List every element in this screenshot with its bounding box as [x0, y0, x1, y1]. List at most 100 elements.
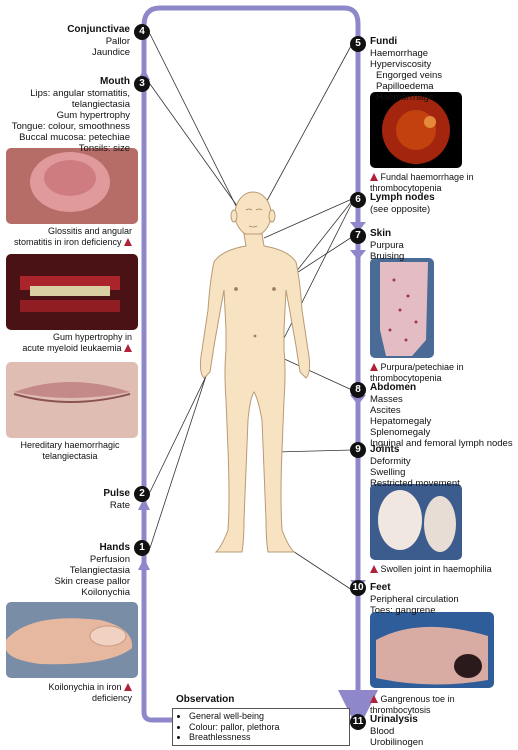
photo-lips — [6, 362, 138, 438]
photo-toe — [370, 612, 494, 688]
photo-leg — [370, 258, 434, 358]
label-title: Urinalysis — [370, 714, 418, 725]
label-line: Haemorrhage — [376, 92, 435, 103]
marker-icon — [124, 683, 132, 691]
label-line: Purpura — [370, 240, 404, 251]
label-title: Hands — [99, 542, 130, 553]
label-title: Joints — [370, 444, 400, 455]
label-conjunctivae: Conjunctivae Pallor Jaundice — [22, 24, 130, 58]
caption-line: acute myeloid leukaemia — [22, 342, 122, 353]
label-title: Conjunctivae — [67, 24, 130, 35]
label-pulse: Pulse Rate — [22, 488, 130, 511]
caption-line: Purpura/petechiae in — [380, 362, 464, 372]
label-line: Swelling — [370, 467, 406, 478]
label-line: Toes: gangrene — [370, 605, 436, 616]
caption-line: thrombocytosis — [370, 704, 431, 715]
caption-line: thrombocytopenia — [370, 182, 442, 193]
label-title: Skin — [370, 228, 392, 239]
step-number: 7 — [350, 228, 366, 244]
caption-line: deficiency — [91, 692, 132, 703]
label-line: Blood — [370, 726, 395, 737]
step-number: 4 — [134, 24, 150, 40]
label-line: Hyperviscosity — [370, 59, 432, 70]
label-line: Rate — [109, 500, 130, 511]
marker-icon — [124, 343, 132, 352]
label-line: Gum hypertrophy — [56, 110, 130, 121]
caption-nail: Koilonychia in iron deficiency — [8, 682, 132, 703]
caption-line: Glossitis and angular — [47, 226, 132, 236]
label-title: Lymph nodes — [370, 192, 435, 203]
label-title: Pulse — [103, 488, 130, 499]
caption-line: telangiectasia — [42, 450, 98, 461]
label-mouth: Mouth Lips: angular stomatitis, telangie… — [6, 76, 130, 154]
caption-line: stomatitis in iron deficiency — [13, 236, 122, 247]
caption-line: Fundal haemorrhage in — [380, 172, 474, 182]
photo-fundus — [370, 92, 462, 168]
label-line: Deformity — [370, 456, 411, 467]
caption-toe: Gangrenous toe in thrombocytosis — [370, 694, 516, 715]
step-number: 5 — [350, 36, 366, 52]
flow-arrow-top — [141, 5, 361, 27]
label-line: Lips: angular stomatitis, — [30, 88, 130, 99]
step-number: 9 — [350, 442, 366, 458]
observation-title: Observation — [176, 694, 235, 705]
label-fundi: Fundi Haemorrhage Hyperviscosity Engorge… — [370, 36, 510, 103]
photo-tongue — [6, 148, 138, 224]
label-line: Masses — [370, 394, 403, 405]
label-line: Engorged veins — [376, 70, 443, 81]
step-number: 11 — [350, 714, 366, 730]
step-number: 1 — [134, 540, 150, 556]
label-line: Skin crease pallor — [54, 576, 130, 587]
label-line: Hepatomegaly — [370, 416, 432, 427]
photo-nail — [6, 602, 138, 678]
label-line: Jaundice — [91, 47, 130, 58]
label-title: Fundi — [370, 36, 398, 47]
label-line: Papilloedema — [376, 81, 434, 92]
label-hands: Hands Perfusion Telangiectasia Skin crea… — [22, 542, 130, 598]
photo-gum — [6, 254, 138, 330]
observation-item: General well-being — [189, 711, 349, 722]
label-line: Bruising — [370, 251, 405, 262]
label-title: Feet — [370, 582, 391, 593]
caption-line: Gum hypertrophy in — [52, 332, 132, 342]
label-line: Haemorrhage — [370, 48, 429, 59]
caption-line: Swollen joint in haemophilia — [380, 564, 492, 574]
label-line: Inguinal and femoral lymph nodes — [370, 438, 513, 449]
label-feet: Feet Peripheral circulation Toes: gangre… — [370, 582, 516, 616]
label-line: Tonsils: size — [78, 143, 130, 154]
caption-knee: Swollen joint in haemophilia — [370, 564, 516, 575]
label-line: Splenomegaly — [370, 427, 431, 438]
caption-gum: Gum hypertrophy in acute myeloid leukaem… — [8, 332, 132, 353]
observation-item: Breathlessness — [189, 732, 349, 743]
caption-line: thrombocytopenia — [370, 372, 442, 383]
caption-line: Gangrenous toe in — [380, 694, 455, 704]
label-line: Telangiectasia — [69, 565, 130, 576]
caption-fundus: Fundal haemorrhage in thrombocytopenia — [370, 172, 510, 193]
label-line: Ascites — [370, 405, 401, 416]
label-lymph-nodes: Lymph nodes (see opposite) — [370, 192, 510, 215]
flow-arrow-left — [141, 26, 172, 723]
label-joints: Joints Deformity Swelling Restricted mov… — [370, 444, 516, 489]
label-title: Mouth — [100, 76, 130, 87]
step-number: 2 — [134, 486, 150, 502]
label-line: Tongue: colour, smoothness — [11, 121, 130, 132]
label-urinalysis: Urinalysis Blood Urobilinogen — [370, 714, 516, 748]
observation-box: General well-being Colour: pallor, pleth… — [172, 708, 350, 746]
label-line: Pallor — [105, 36, 130, 47]
label-line: Restricted movement — [370, 478, 460, 489]
caption-line: Koilonychia in iron — [48, 682, 122, 692]
photo-knee — [370, 484, 462, 560]
marker-icon — [370, 173, 378, 181]
marker-icon — [124, 237, 132, 246]
label-skin: Skin Purpura Bruising — [370, 228, 510, 262]
observation-item: Colour: pallor, plethora — [189, 722, 349, 733]
observation-list: General well-being Colour: pallor, pleth… — [173, 711, 349, 743]
label-abdomen: Abdomen Masses Ascites Hepatomegaly Sple… — [370, 382, 516, 449]
label-line: (see opposite) — [370, 204, 431, 215]
caption-line: Hereditary haemorrhagic — [20, 440, 120, 450]
step-number: 8 — [350, 382, 366, 398]
step-number: 6 — [350, 192, 366, 208]
caption-tongue: Glossitis and angular stomatitis in iron… — [8, 226, 132, 247]
human-figure — [199, 191, 311, 553]
